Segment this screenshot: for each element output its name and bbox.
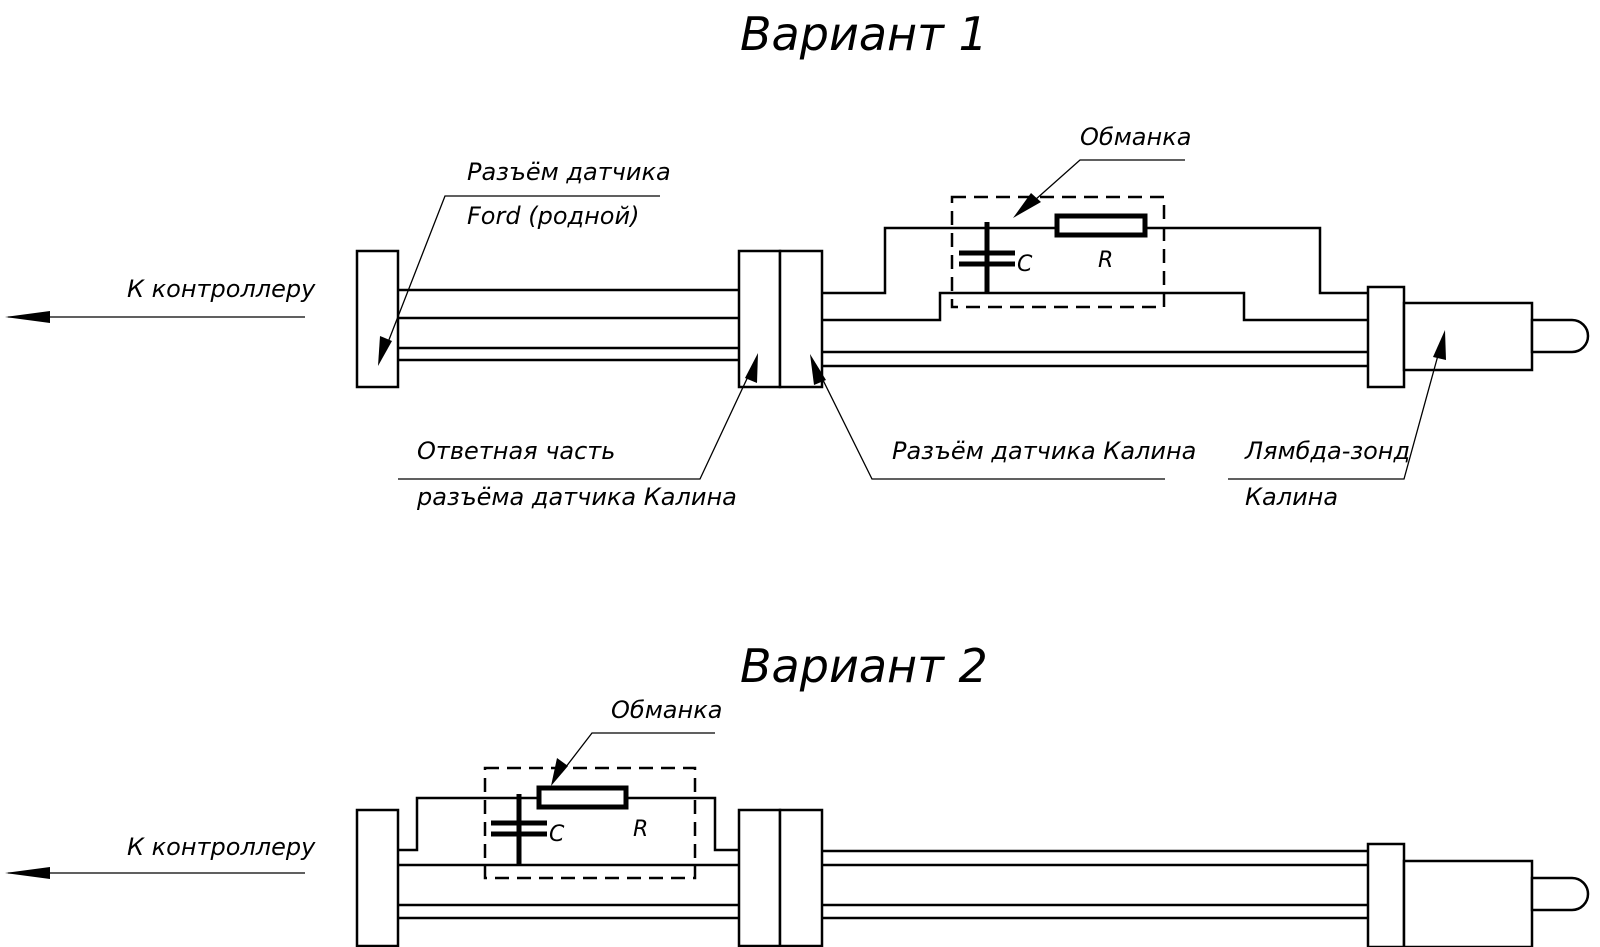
kalina-connector-2 (778, 808, 824, 947)
variant-2-title: Вариант 2 (740, 639, 988, 693)
lambda-probe-body (1402, 301, 1534, 372)
lambda-probe-body-2 (1402, 859, 1534, 947)
lambda-probe-tip-2 (1530, 876, 1590, 912)
to-controller-label-2: К контроллеру (127, 833, 316, 861)
resistor-2 (536, 785, 629, 810)
fake-module-leader (1034, 159, 1185, 201)
lambda-probe-arrowhead (1433, 330, 1446, 360)
lambda-probe-label-line2: Калина (1245, 483, 1338, 511)
ford-connector (355, 249, 400, 389)
harness-wires-left-2 (398, 796, 740, 920)
harness-wires-right-2 (822, 849, 1368, 920)
resistor (1054, 213, 1148, 238)
ford-connector-label-line2: Ford (родной) (467, 202, 639, 230)
mating-part-label-line1: Ответная часть (417, 437, 615, 465)
lambda-probe-leader (1228, 347, 1441, 480)
fake-module-boundary (950, 195, 1166, 309)
to-controller-label: К контроллеру (127, 275, 316, 303)
variant-2-diagram: Вариант 2 К контроллеру (5, 639, 1590, 947)
ford-connector-label-line1: Разъём датчика (467, 158, 671, 186)
fake-module-arrowhead-2 (551, 758, 568, 786)
variant-1-diagram: Вариант 1 К контроллеру (5, 7, 1590, 511)
kalina-mating-connector (737, 249, 782, 389)
fake-module-label-2: Обманка (611, 696, 722, 724)
capacitor-label-2: C (549, 822, 565, 847)
fake-module-label: Обманка (1080, 123, 1191, 151)
harness-wires-left (398, 288, 740, 362)
kalina-connector-arrowhead (810, 354, 826, 385)
to-controller-arrowhead (5, 311, 50, 323)
harness-wires-right (822, 226, 1368, 368)
lambda-probe-flange (1366, 285, 1406, 389)
to-controller-arrowhead-2 (5, 867, 50, 879)
ford-connector-leader (384, 195, 660, 351)
resistor-label: R (1098, 248, 1113, 273)
mating-part-leader (398, 367, 753, 480)
lambda-probe-label-line1: Лямбда-зонд (1244, 437, 1410, 465)
fake-module-arrowhead (1013, 193, 1041, 218)
kalina-connector-label: Разъём датчика Калина (892, 437, 1196, 465)
resistor-label-2: R (633, 817, 648, 842)
mating-part-label-line2: разъёма датчика Калина (416, 483, 737, 511)
kalina-connector-leader (817, 369, 1165, 480)
ford-connector-2 (355, 808, 400, 947)
fake-module-boundary-2 (483, 766, 697, 880)
lambda-probe-tip (1530, 318, 1590, 354)
mating-part-arrowhead (745, 353, 758, 383)
variant-1-title: Вариант 1 (740, 7, 988, 61)
fake-module-leader-2 (561, 732, 715, 773)
capacitor-label: C (1017, 252, 1033, 277)
lambda-probe-flange-2 (1366, 842, 1406, 947)
ford-connector-arrowhead (378, 336, 392, 366)
kalina-mating-connector-2 (737, 808, 782, 947)
